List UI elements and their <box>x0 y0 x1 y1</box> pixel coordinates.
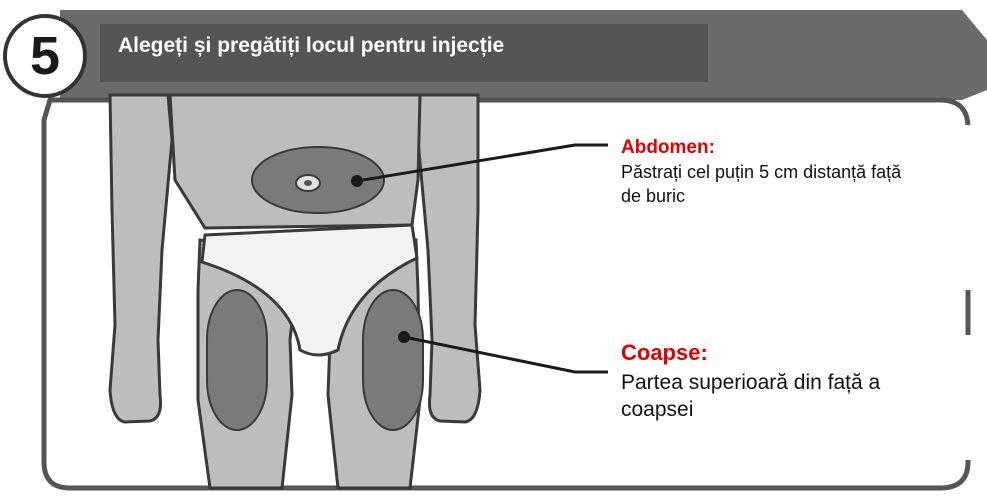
abdomen-callout-title: Abdomen: <box>621 137 715 159</box>
frame-gap-top <box>958 125 974 290</box>
navel-center <box>304 180 312 186</box>
thigh-callout-title: Coapse: <box>621 340 708 366</box>
step-title: Alegeți și pregătiți locul pentru injecț… <box>118 34 504 58</box>
left-thigh-zone <box>207 290 267 430</box>
frame-gap-bottom <box>958 335 974 460</box>
abdomen-callout-description: Păstrați cel puțin 5 cm distanță față de… <box>621 160 901 208</box>
step-number: 5 <box>10 16 80 96</box>
right-thigh-zone <box>363 290 423 430</box>
thigh-callout-description: Partea superioară din față a coapsei <box>621 369 951 423</box>
